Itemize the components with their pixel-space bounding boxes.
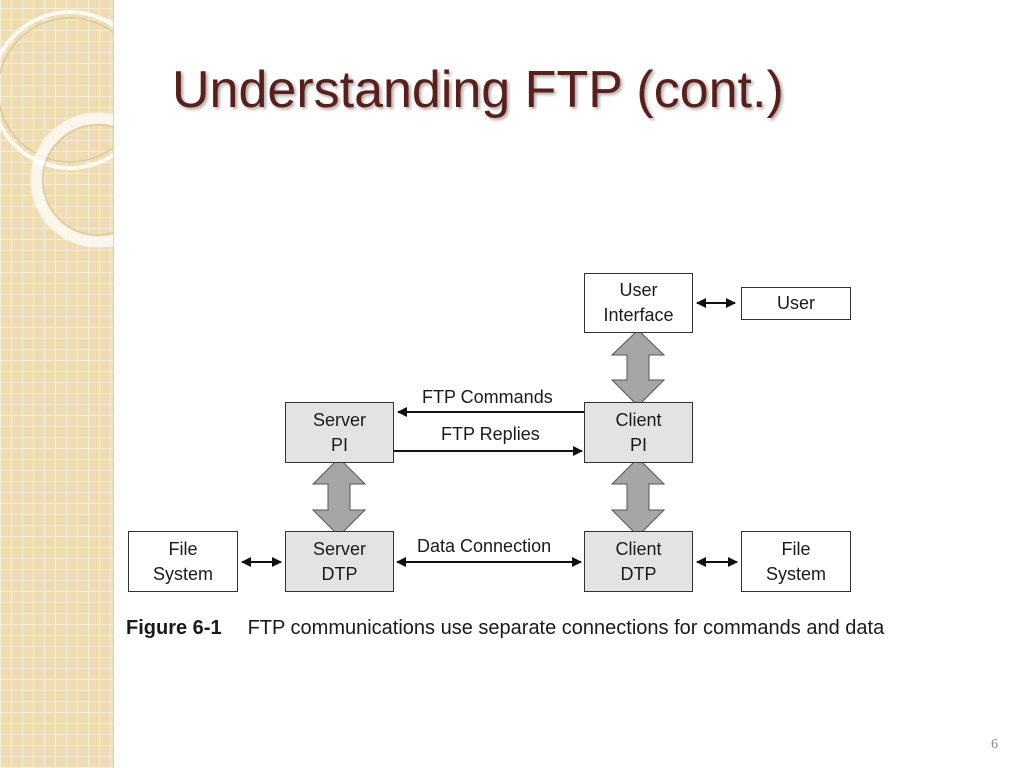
file-system-right-label: File System [765,538,826,584]
decorative-rings [0,10,113,248]
file-system-right-node: File System [741,531,851,592]
server-dtp-label: Server DTP [312,538,366,584]
data-connection-label: Data Connection [417,536,552,556]
user-interface-node: User Interface [584,273,693,333]
client-pi-label: Client PI [615,409,662,455]
figure-label: Figure 6-1 [126,617,222,639]
file-system-left-label: File System [152,538,213,584]
figure-caption: Figure 6-1 FTP communications use separat… [126,617,884,640]
client-dtp-label: Client DTP [615,538,662,584]
ftp-replies-label: FTP Replies [441,424,540,444]
client-dtp-node: Client DTP [584,531,693,592]
user-interface-label: User Interface [603,280,674,325]
ftp-commands-label: FTP Commands [422,387,553,407]
user-node: User [741,287,851,320]
server-pi-label: Server PI [312,409,366,455]
server-pi-node: Server PI [285,402,394,463]
slide-title: Understanding FTP (cont.) [172,61,784,119]
decorative-side-strip [0,0,114,768]
user-label: User [776,293,815,313]
block-arrow-ui-clientpi [610,329,666,407]
file-system-left-node: File System [128,531,238,592]
block-arrow-serverpi-serverdtp [311,457,367,537]
server-dtp-node: Server DTP [285,531,394,592]
figure-caption-text: FTP communications use separate connecti… [247,617,885,639]
page-number: 6 [991,737,998,752]
client-pi-node: Client PI [584,402,693,463]
block-arrow-clientpi-clientdtp [610,457,666,537]
